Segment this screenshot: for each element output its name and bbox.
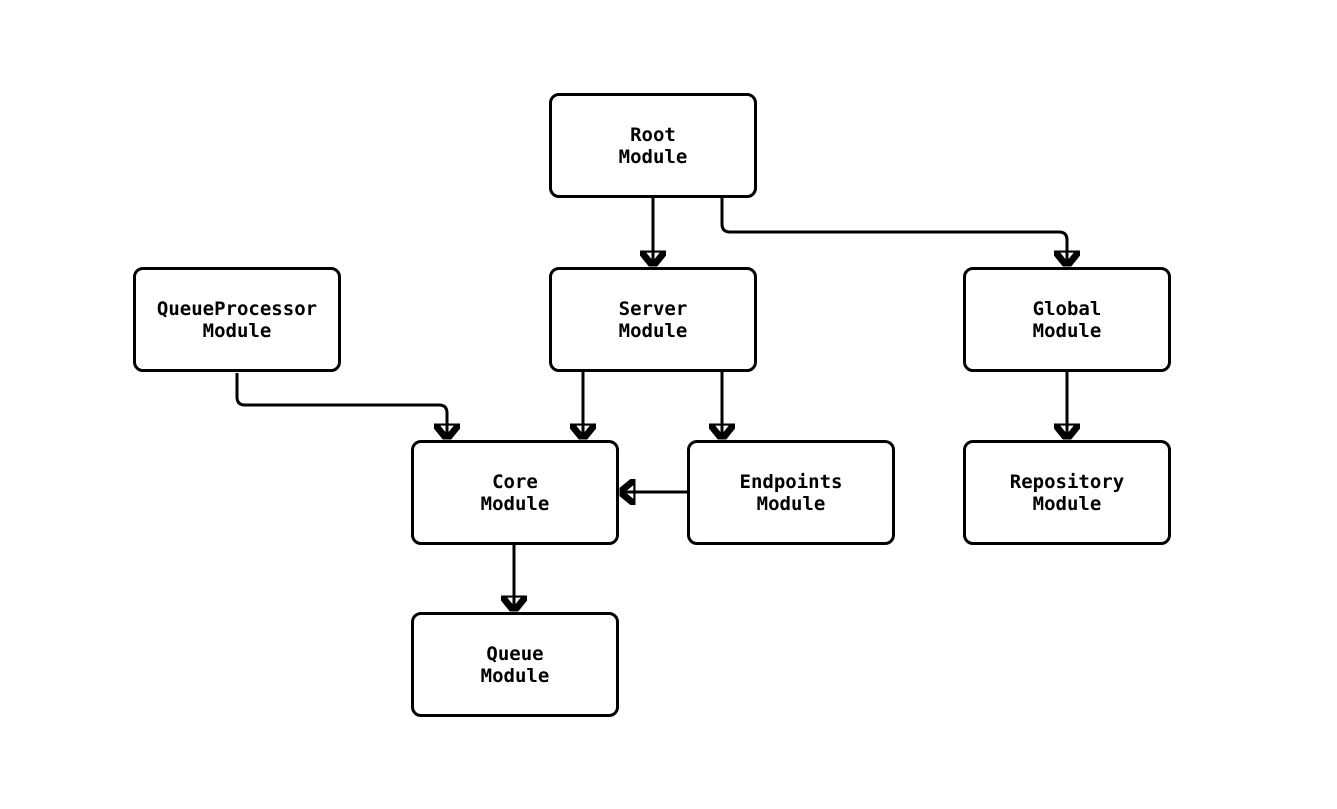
node-core-module-label: Core Module bbox=[480, 470, 550, 515]
node-repository-module: Repository Module bbox=[963, 440, 1171, 545]
node-root-module-label: Root Module bbox=[618, 123, 688, 168]
node-queue-module-label: Queue Module bbox=[480, 642, 550, 687]
node-global-module-label: Global Module bbox=[1032, 297, 1102, 342]
node-server-module-label: Server Module bbox=[618, 297, 688, 342]
node-server-module: Server Module bbox=[549, 267, 757, 372]
node-endpoints-module: Endpoints Module bbox=[687, 440, 895, 545]
node-queue-module: Queue Module bbox=[411, 612, 619, 717]
edge-root-to-global bbox=[720, 198, 1067, 265]
node-queueprocessor-module: QueueProcessor Module bbox=[133, 267, 341, 372]
node-core-module: Core Module bbox=[411, 440, 619, 545]
node-endpoints-module-label: Endpoints Module bbox=[739, 470, 843, 515]
edge-queueprocessor-to-core bbox=[235, 373, 447, 438]
node-root-module: Root Module bbox=[549, 93, 757, 198]
node-repository-module-label: Repository Module bbox=[1009, 470, 1125, 515]
node-queueprocessor-module-label: QueueProcessor Module bbox=[156, 297, 318, 342]
node-global-module: Global Module bbox=[963, 267, 1171, 372]
